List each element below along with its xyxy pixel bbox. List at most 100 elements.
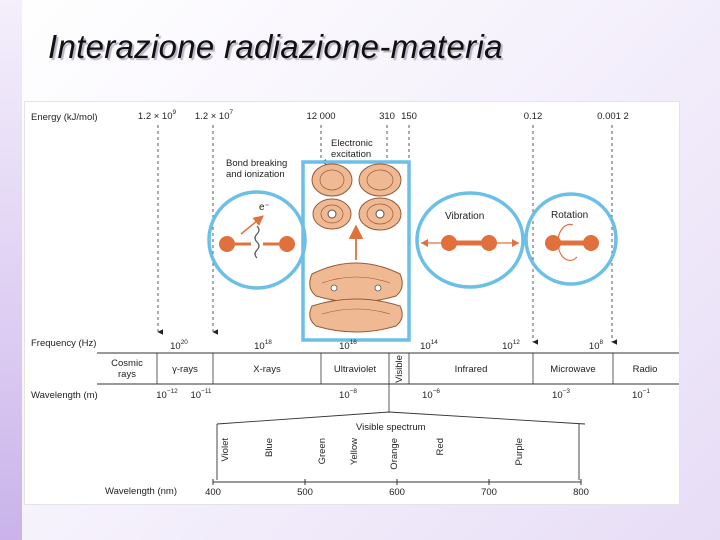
vibration-illustration: Vibration: [415, 191, 525, 289]
frequency-tick-0-mantissa: 10: [170, 341, 181, 352]
electronic-excitation-line-1: Electronic: [331, 138, 373, 149]
wavelength-m-tick-2-exponent: −8: [350, 388, 358, 395]
ground-orbital-upper: [309, 262, 403, 303]
bond-breaking-circle: [207, 190, 307, 290]
wavelength-m-tick-5-exponent: −1: [643, 388, 651, 395]
slide-side-band: [0, 0, 22, 540]
visible-color-red: Red: [435, 438, 446, 455]
ground-orbitals: [309, 262, 403, 333]
region-7-line-0: Radio: [633, 364, 658, 375]
frequency-tick-3-exponent: 14: [431, 339, 439, 346]
region-7: Radio: [633, 364, 658, 375]
energy-tick-4: 150: [401, 111, 417, 122]
region-2-line-0: X-rays: [253, 364, 281, 375]
orbital-contour-4: [366, 203, 394, 225]
orbital-contour-1: [319, 169, 345, 191]
energy-tick-6-mantissa: 0.001 2: [597, 111, 629, 122]
energy-guide-lines: [157, 125, 618, 345]
visible-color-blue: Blue: [264, 438, 275, 457]
wavelength-m-tick-3: 10−6: [422, 388, 440, 401]
visible-color-purple: Purple: [514, 438, 525, 465]
nm-tick-label-800: 800: [573, 487, 589, 498]
visible-color-orange: Orange: [389, 438, 400, 470]
wavelength-m-tick-0-mantissa: 10: [156, 390, 167, 401]
wavelength-m-tick-0: 10−12: [156, 388, 178, 401]
region-0-line-1: rays: [118, 369, 136, 380]
frequency-tick-5-exponent: 8: [599, 339, 603, 346]
vibration-label: Vibration: [445, 211, 484, 222]
region-5-line-0: Infrared: [455, 364, 488, 375]
wavelength-m-tick-1-exponent: −11: [201, 388, 212, 395]
ground-orbital-lower: [309, 298, 403, 333]
electron-symbol: e⁻: [259, 202, 270, 213]
region-6-line-0: Microwave: [550, 364, 595, 375]
wavelength-m-tick-2: 10−8: [339, 388, 357, 401]
frequency-tick-5-mantissa: 10: [589, 341, 600, 352]
region-1: γ-rays: [172, 364, 198, 375]
visible-spectrum-label: Visible spectrum: [356, 422, 426, 433]
nucleus-1: [327, 209, 337, 219]
rotation-atom-left: [545, 235, 561, 251]
energy-tick-1-exponent: 7: [230, 109, 234, 116]
vibration-atom-right: [481, 235, 497, 251]
rotation-illustration: Rotation: [524, 192, 618, 286]
bond-breaking-line-2: and ionization: [226, 169, 285, 180]
visible-color-violet: Violet: [220, 438, 231, 462]
region-1-line-0: γ-rays: [172, 364, 198, 375]
region-0-line-0: Cosmic: [111, 358, 143, 369]
bond-breaking-line-1: Bond breaking: [226, 158, 287, 169]
wavelength-m-tick-1-mantissa: 10: [190, 390, 201, 401]
wavelength-m-tick-4-mantissa: 10: [552, 390, 563, 401]
energy-tick-0-exponent: 9: [173, 109, 177, 116]
break-squiggle: [254, 225, 260, 259]
wavelength-m-tick-3-exponent: −6: [433, 388, 441, 395]
orbital-contour-2: [366, 169, 394, 191]
wavelength-m-tick-5-mantissa: 10: [632, 390, 643, 401]
wavelength-m-tick-4-exponent: −3: [563, 388, 571, 395]
region-5: Infrared: [455, 364, 488, 375]
atom-right: [279, 236, 295, 252]
energy-tick-5-mantissa: 0.12: [524, 111, 543, 122]
nm-tick-label-600: 600: [389, 487, 405, 498]
slide-title: Interazione radiazione-materia: [48, 28, 503, 65]
energy-tick-6: 0.001 2: [597, 111, 629, 122]
ground-contour-1: [321, 276, 391, 284]
frequency-tick-2-mantissa: 10: [339, 341, 350, 352]
electron-ejection-arrow: [240, 215, 264, 235]
wavelength-nm-axis-label: Wavelength (nm): [105, 486, 177, 497]
wavelength-m-axis-label: Wavelength (m): [31, 390, 98, 401]
frequency-tick-2: 1016: [339, 339, 357, 352]
rotation-atom-right: [583, 235, 599, 251]
electronic-excitation-line-2: excitation: [331, 149, 371, 160]
vibration-atom-left: [441, 235, 457, 251]
rotation-circle: [524, 192, 618, 286]
frequency-tick-1: 1018: [254, 339, 272, 352]
energy-tick-3-mantissa: 310: [379, 111, 395, 122]
region-3-line-0: Ultraviolet: [334, 364, 377, 375]
vibration-arrow-left: [421, 239, 428, 247]
electronic-excitation-label: Electronic excitation: [331, 138, 375, 160]
frequency-tick-4: 1012: [502, 339, 520, 352]
orbital-lobe-2: [358, 163, 402, 197]
electronic-excitation-box: [301, 160, 411, 342]
energy-tick-0-mantissa: 1.2 × 10: [138, 111, 173, 122]
visible-color-yellow: Yellow: [349, 438, 360, 465]
excited-orbitals: [311, 163, 402, 231]
visible-spectrum-bracket: [216, 411, 586, 425]
orbital-contour-lines: [319, 169, 394, 225]
vibration-circle: [415, 191, 525, 289]
energy-tick-3: 310: [379, 111, 395, 122]
wavelength-m-tick-1: 10−11: [190, 388, 211, 401]
ground-nucleus-2: [374, 284, 382, 292]
nucleus-2: [375, 209, 385, 219]
orbital-lobe-1: [311, 163, 353, 197]
energy-tick-4-mantissa: 150: [401, 111, 417, 122]
energy-tick-2: 12 000: [306, 111, 335, 122]
